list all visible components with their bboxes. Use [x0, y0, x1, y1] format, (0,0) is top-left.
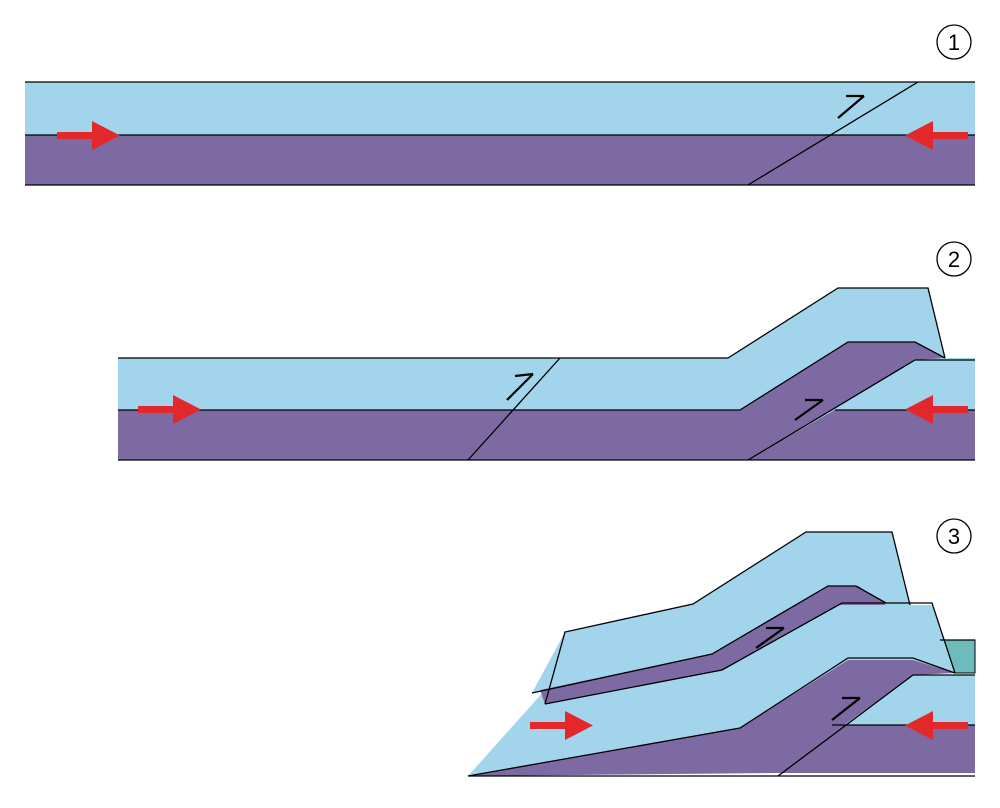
panel-2-label-circle	[936, 241, 972, 277]
panel-3-compression-arrow-right-icon	[905, 711, 968, 740]
panel-2-top-outline	[118, 287, 946, 359]
panel-3-top-outline	[544, 531, 911, 705]
panel-3-middle-boundary	[467, 657, 956, 777]
panel-2-slip-arrow-1-icon	[506, 372, 534, 401]
panel-2-compression-arrow-right-icon	[905, 395, 968, 424]
panel-3-top-lower-band	[540, 586, 886, 704]
panel-1: 1	[25, 24, 975, 186]
panel-2-slip-arrow-2-icon	[794, 398, 824, 421]
panel-2-boundary	[118, 341, 946, 411]
panel-2-old-thrust-fault	[747, 359, 916, 461]
panel-1-compression-arrow-right-icon	[905, 121, 968, 150]
panel-1-slip-arrow-icon	[837, 94, 865, 119]
panel-1-label-circle	[936, 24, 972, 60]
panel-3: 3	[467, 518, 976, 777]
panel-3-base-right-upper	[778, 675, 975, 773]
panel-2-label: 2	[948, 247, 960, 272]
panel-3-thrust-fault	[777, 674, 914, 777]
panel-3-slip-arrow-2-icon	[831, 696, 861, 721]
panel-2: 2	[118, 241, 975, 461]
panel-2-right-lower	[748, 410, 975, 460]
panel-3-top-boundary	[531, 585, 887, 694]
panel-2-footwall-upper	[118, 288, 975, 410]
panel-1-upper-layer	[25, 82, 975, 135]
panel-1-lower-layer	[25, 135, 975, 185]
panel-1-label: 1	[948, 30, 960, 55]
panel-3-middle-top	[544, 602, 956, 705]
panel-3-compression-arrow-left-icon	[530, 711, 593, 740]
panel-2-compression-arrow-left-icon	[138, 395, 201, 424]
panel-2-footwall-lower	[118, 342, 975, 460]
panel-1-thrust-fault	[747, 81, 919, 186]
panel-1-compression-arrow-left-icon	[57, 121, 120, 150]
panel-2-new-thrust-fault	[467, 357, 561, 461]
panel-3-label: 3	[948, 524, 960, 549]
panel-3-slip-arrow-1-icon	[755, 626, 785, 649]
panel-3-middle-upper	[468, 605, 955, 776]
panel-3-top-upper	[532, 532, 910, 693]
panel-3-label-circle	[936, 518, 972, 554]
panel-3-middle-lower	[468, 660, 955, 776]
